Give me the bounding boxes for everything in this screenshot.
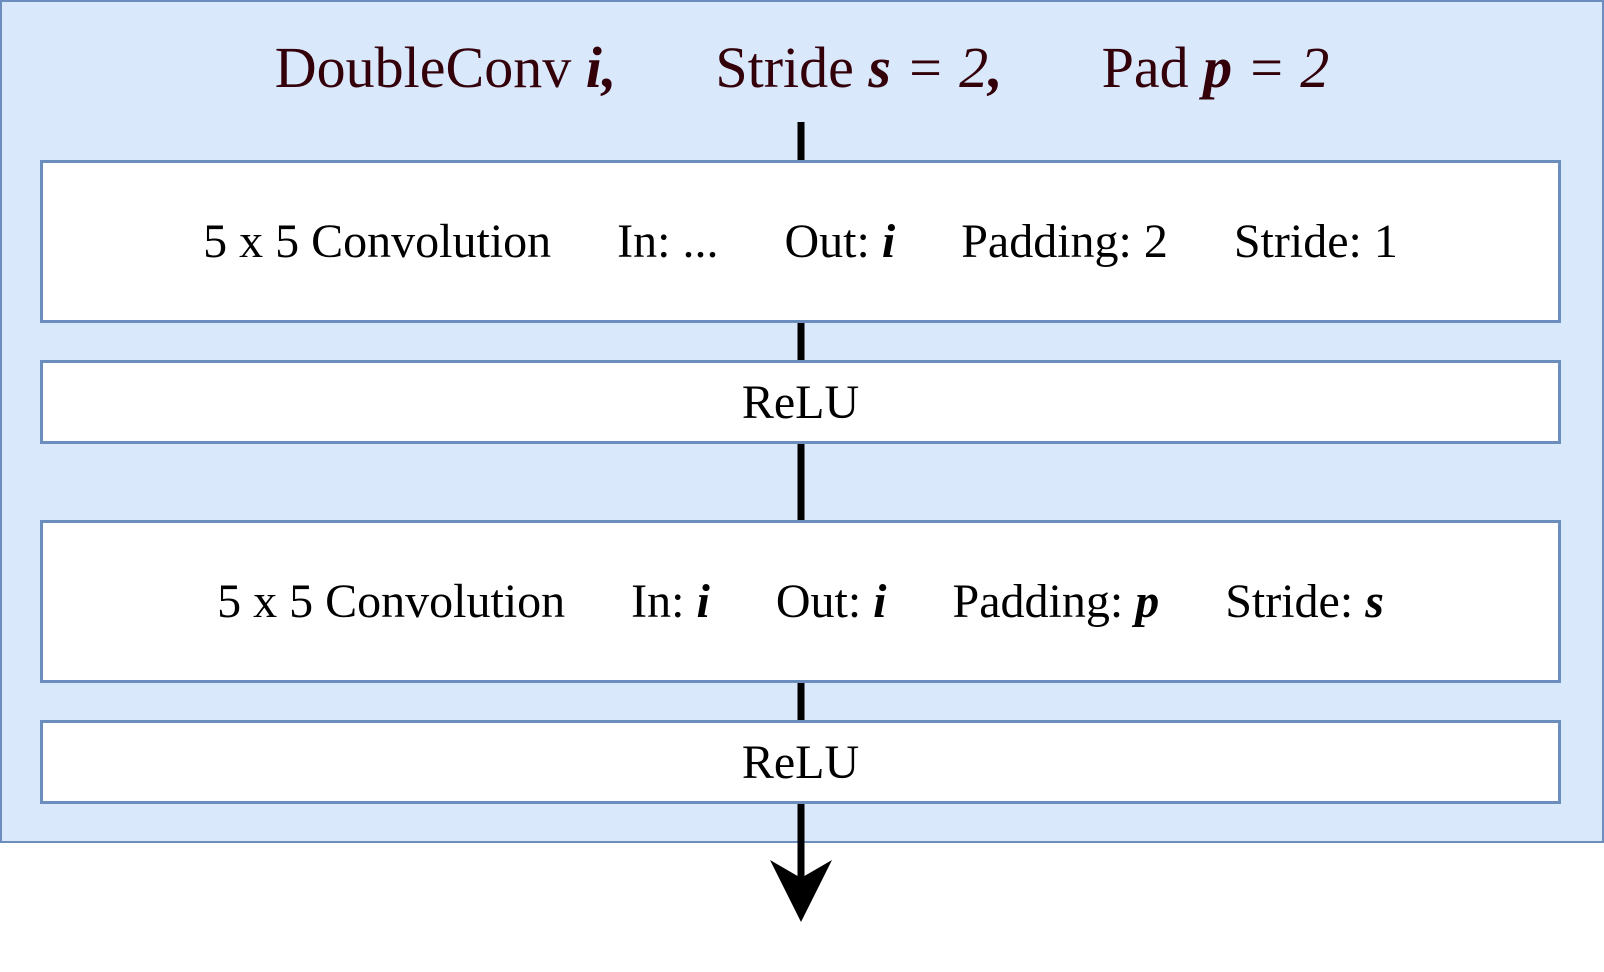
title-stride-label: Stride [715, 35, 854, 100]
relu2-label: ReLU [741, 735, 860, 789]
conv2-stride: Stride: s [1225, 575, 1384, 628]
relu-layer-1: ReLU [40, 360, 1561, 444]
block-title: DoubleConv i, Stride s = 2, Pad p = 2 [0, 28, 1604, 108]
title-stride-expr: s = 2, [868, 35, 1003, 100]
conv-layer-1: 5 x 5 Convolution In: ... Out: i Padding… [40, 160, 1561, 323]
relu1-label: ReLU [741, 375, 860, 429]
title-channel-var: i, [585, 35, 617, 100]
conv2-in: In: i [631, 575, 710, 628]
conv1-in: In: ... [617, 215, 719, 268]
title-pad-expr: p = 2 [1203, 35, 1330, 100]
conv1-stride: Stride: 1 [1233, 215, 1398, 268]
conv1-out: Out: i [784, 215, 896, 268]
relu-layer-2: ReLU [40, 720, 1561, 804]
title-name: DoubleConv [274, 35, 572, 100]
conv1-padding: Padding: 2 [961, 215, 1168, 268]
conv2-out: Out: i [775, 575, 887, 628]
conv-layer-2: 5 x 5 Convolution In: i Out: i Padding: … [40, 520, 1561, 683]
conv2-padding: Padding: p [952, 575, 1160, 628]
output-arrowhead [770, 860, 832, 922]
title-pad-label: Pad [1101, 35, 1189, 100]
conv2-name: 5 x 5 Convolution [217, 575, 566, 628]
conv1-name: 5 x 5 Convolution [203, 215, 552, 268]
